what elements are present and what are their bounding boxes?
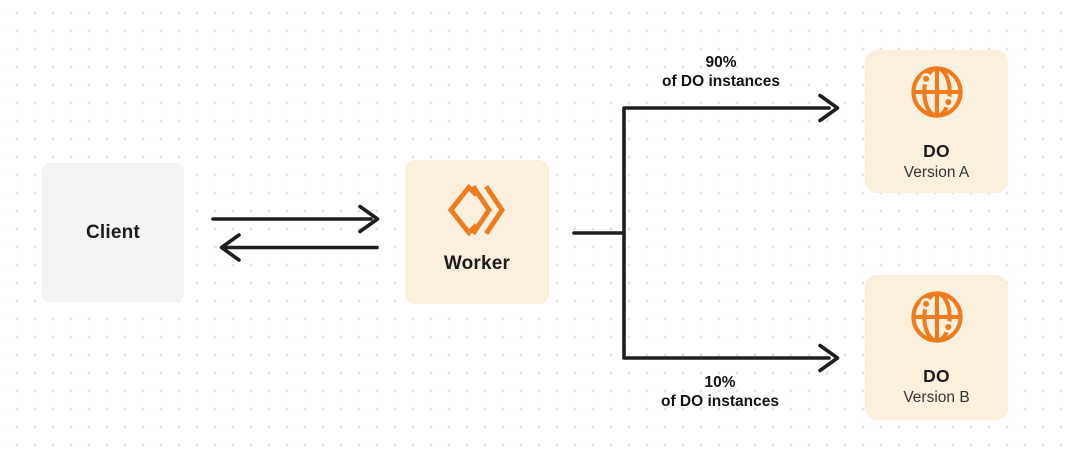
arrow-to-do-b-head	[818, 343, 840, 373]
split-label-90: 90% of DO instances	[596, 53, 846, 92]
worker-label: Worker	[443, 253, 511, 274]
do-a-subtitle: Version A	[903, 164, 970, 181]
cloudflare-workers-icon	[448, 183, 505, 237]
split-caption-90: of DO instances	[662, 73, 780, 90]
split-percent-10: 10%	[704, 374, 736, 391]
split-label-10: 10% of DO instances	[595, 373, 845, 412]
globe-icon	[910, 291, 963, 343]
do-version-a-node: DO Version A	[865, 50, 1008, 193]
arrow-client-to-worker-head	[358, 204, 380, 234]
do-b-subtitle: Version B	[903, 389, 970, 406]
client-label: Client	[86, 221, 140, 243]
do-version-b-node: DO Version B	[865, 275, 1008, 420]
globe-icon	[910, 66, 963, 118]
worker-node: Worker	[405, 160, 549, 304]
split-caption-10: of DO instances	[661, 393, 779, 410]
arrow-to-do-a-head	[818, 93, 840, 123]
do-a-title: DO	[923, 141, 950, 161]
split-connector	[572, 106, 831, 360]
arrow-worker-to-client-head	[219, 233, 241, 262]
client-node: Client	[42, 163, 184, 302]
split-percent-90: 90%	[705, 54, 737, 71]
do-b-title: DO	[923, 366, 950, 386]
